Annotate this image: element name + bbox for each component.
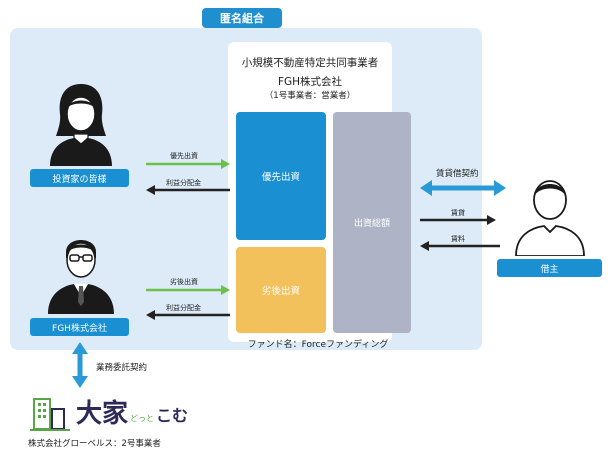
priority-investment-box: 優先出資 bbox=[236, 112, 326, 240]
fgh-distribution-arrowhead bbox=[146, 310, 155, 320]
priority-investment-label: 優先出資 bbox=[261, 172, 300, 183]
investor-distribution-label: 利益分配金 bbox=[166, 179, 201, 187]
investor-investment-label: 優先出資 bbox=[170, 152, 198, 160]
lease-arrowhead bbox=[487, 215, 496, 225]
fund-name: ファンド名：Forceファンディング bbox=[247, 340, 389, 350]
owner-person-icon bbox=[515, 180, 585, 256]
fgh-distribution-label: 利益分配金 bbox=[166, 304, 201, 312]
company-logo: 大家 どっと こむ bbox=[76, 393, 188, 430]
investor-person-icon bbox=[50, 84, 112, 166]
footer-company: 株式会社グローベルス：2号事業者 bbox=[28, 439, 161, 449]
service-contract-arrowhead-up bbox=[72, 342, 88, 354]
fgh-investment-label: 劣後出資 bbox=[170, 278, 198, 286]
rent-label: 賃料 bbox=[451, 235, 465, 243]
logo-main-text: 大家 bbox=[76, 399, 129, 429]
rent-arrowhead bbox=[420, 241, 429, 251]
operator-company-sub: （1号事業者：営業者） bbox=[264, 91, 356, 101]
subordinate-investment-label: 劣後出資 bbox=[261, 286, 300, 297]
lease-contract-arrowhead-left bbox=[420, 180, 432, 196]
logo-tail-text: こむ bbox=[156, 406, 189, 425]
service-contract-label: 業務委託契約 bbox=[96, 363, 148, 373]
investor-distribution-arrowhead bbox=[146, 185, 155, 195]
fgh-investment-arrowhead bbox=[221, 285, 230, 295]
service-contract-arrowhead-down bbox=[72, 376, 88, 388]
fgh-person-icon bbox=[48, 240, 114, 314]
lease-contract-label: 賃貸借契約 bbox=[436, 169, 479, 179]
subordinate-investment-box: 劣後出資 bbox=[236, 247, 326, 333]
lease-label: 賃貸 bbox=[451, 209, 465, 217]
investor-investment-arrowhead bbox=[221, 159, 230, 169]
logo-small-text: どっと bbox=[130, 414, 155, 423]
total-investment-label: 出資総額 bbox=[353, 219, 390, 229]
partnership-tag: 匿名組合 bbox=[202, 8, 282, 28]
fgh-label: FGH株式会社 bbox=[30, 318, 129, 336]
operator-title: 小規模不動産特定共同事業者 bbox=[241, 57, 379, 69]
investor-label: 投資家の皆様 bbox=[30, 169, 129, 187]
owner-label: 借主 bbox=[497, 259, 602, 277]
operator-company: FGH株式会社 bbox=[277, 76, 343, 88]
lease-contract-arrowhead-right bbox=[494, 180, 506, 196]
total-investment-box: 出資総額 bbox=[333, 112, 411, 333]
building-logo-icon bbox=[30, 398, 70, 431]
